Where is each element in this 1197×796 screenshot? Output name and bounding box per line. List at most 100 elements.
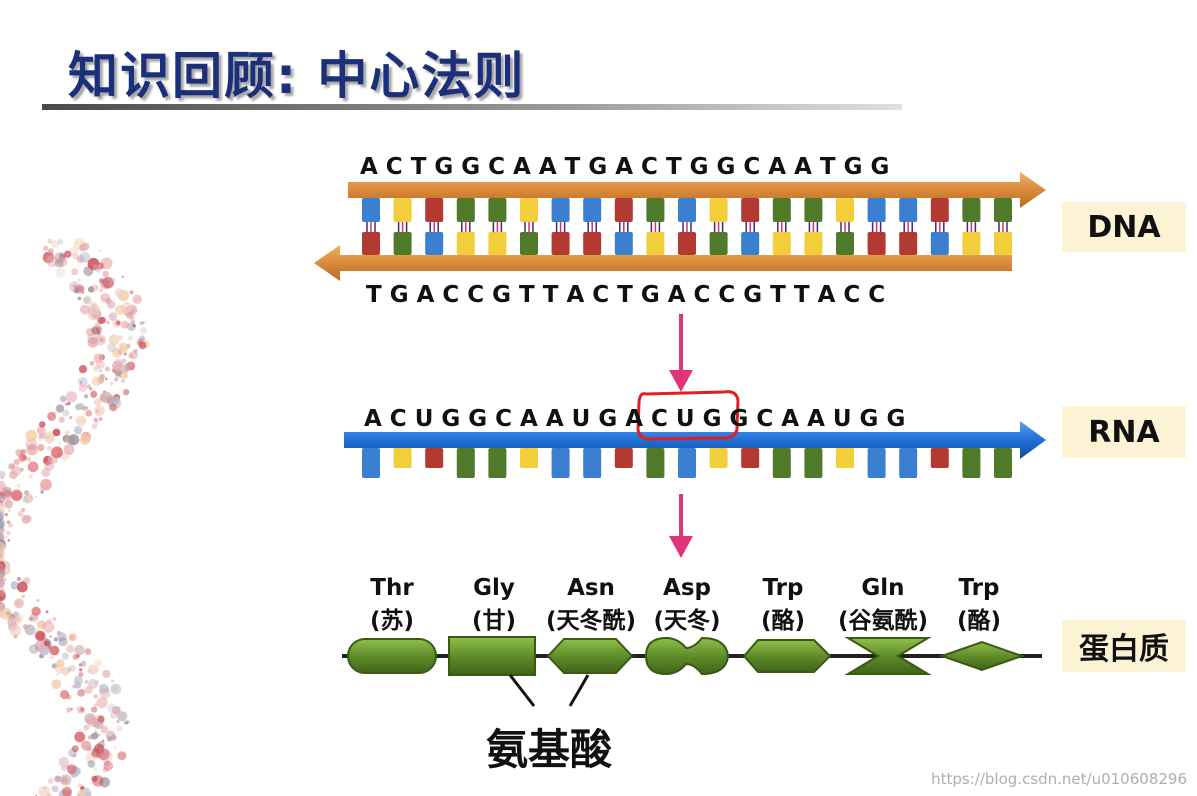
amino-acid-cn-name: (酪) [956,608,1002,634]
helix-dot [87,269,91,273]
helix-dot [87,286,95,293]
helix-dot [75,284,85,294]
dna-top-base [551,198,570,222]
helix-dot [27,461,39,473]
helix-dot [107,342,117,353]
helix-dot [15,614,24,623]
helix-dot [37,444,45,452]
helix-dot [124,362,133,371]
helix-dot [34,640,47,652]
helix-dot [121,275,124,278]
dna-top-base [772,198,791,222]
amino-acid-cn-name: (谷氨酰) [837,608,929,634]
helix-dot [91,423,98,430]
helix-dot [17,510,24,518]
helix-dot [47,238,53,244]
helix-dot [113,746,117,749]
helix-dot [105,377,108,381]
dna-top-base [456,198,475,222]
helix-dot [89,304,101,317]
dna-bottom-base [488,232,507,255]
helix-dot [0,521,4,529]
helix-dot [110,734,117,741]
dna-top-base [930,198,949,222]
helix-dot [98,417,103,422]
helix-dot [57,789,60,793]
helix-dot [81,740,92,751]
amino-acid-label-asp: Asp (天冬) [632,572,742,638]
dna-top-base [646,198,665,222]
rna-base [678,448,696,478]
helix-dot [58,756,69,767]
helix-dot [74,644,85,656]
helix-dot [103,760,110,767]
helix-dot [0,519,5,529]
helix-dot [111,679,115,683]
helix-dot [40,490,44,494]
helix-dot [69,416,73,420]
helix-dot [78,789,87,796]
helix-dot [93,398,102,407]
helix-dot [139,326,148,334]
helix-dot [114,288,124,297]
helix-dot [121,358,127,364]
rna-label: RNA [1062,406,1186,458]
helix-dot [89,387,93,391]
helix-dot [0,577,6,589]
dna-top-base [962,198,981,222]
helix-dot [95,334,106,346]
amino-acid-label-gln: Gln (谷氨酰) [828,572,938,638]
helix-dot [49,645,60,656]
amino-acid-abbr: Asp [663,575,711,601]
helix-dot [0,531,5,541]
helix-dot [83,711,86,714]
helix-dot [97,715,105,723]
amino-acid-label-asn: Asn (天冬酰) [536,572,646,638]
transcription-arrow [669,314,693,392]
dna-bottom-base [583,232,602,255]
helix-dot [115,320,121,326]
helix-dot [102,673,106,677]
amino-acid-abbr: Gln [861,575,905,601]
helix-dot [100,257,113,270]
helix-dot [98,733,101,736]
helix-dot [84,713,96,725]
helix-dot [114,304,126,316]
helix-dot [98,683,109,694]
amino-acid-abbr: Thr [370,575,414,601]
dna-top-base [425,198,444,222]
helix-dot [91,775,98,782]
helix-dot [21,507,26,512]
helix-dot [0,491,2,496]
helix-dot [56,630,61,635]
helix-dot [28,474,33,479]
helix-dot [26,444,38,456]
helix-dot [111,360,123,372]
dna-bottom-base [678,232,696,255]
helix-dot [57,256,68,268]
helix-dot [99,288,103,293]
helix-dot [68,281,80,292]
helix-dot [108,334,120,345]
helix-dot [7,617,17,627]
helix-dot [78,668,83,672]
helix-dot [0,593,2,597]
helix-dot [51,239,60,248]
helix-dot [83,296,91,304]
rna-base [867,448,886,478]
helix-dot [139,321,143,325]
amino-acid-label-trp-1: Trp (酪) [728,572,838,638]
helix-dot [53,459,58,464]
helix-dot [139,335,146,342]
dna-bottom-base [362,232,380,255]
dna-top-strand: A C T G G C A A T G A C T G G C A A T G … [360,154,891,180]
dna-top-base [583,198,602,222]
amino-acid-trp-shape-1 [742,639,832,673]
codon-highlight [636,390,740,441]
helix-dot [25,429,38,442]
helix-dot [92,264,100,272]
helix-dot [73,287,80,294]
helix-dot [93,695,97,698]
dna-top-base [678,198,696,222]
helix-dot [118,335,123,340]
